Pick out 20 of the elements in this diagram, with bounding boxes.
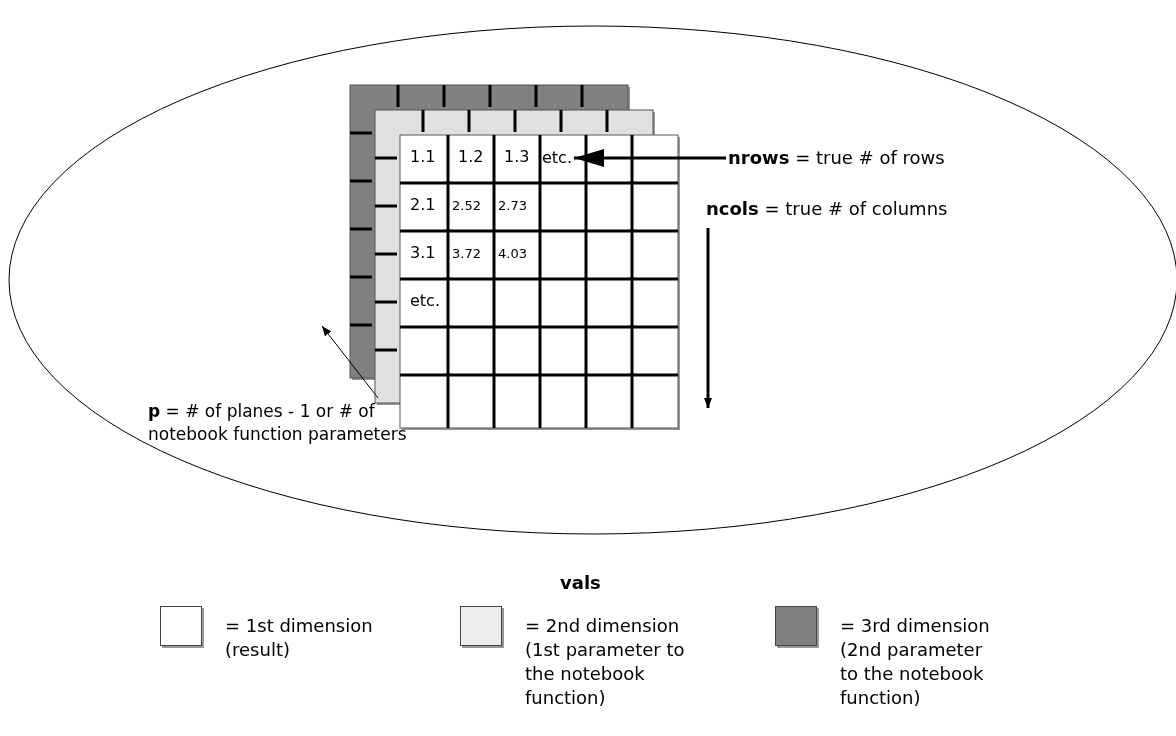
table-cell: etc.: [410, 291, 440, 310]
table-cell: 1.1: [410, 147, 436, 166]
legend-text: = 2nd dimension (1st parameter to the notebook function): [525, 614, 686, 710]
table-cell: 2.1: [410, 195, 436, 214]
arrow: [321, 325, 379, 399]
legend-text: = 3rd dimension (2nd parameter to the notebook function): [840, 614, 991, 710]
legend-text: = 1st dimension (result): [225, 614, 374, 662]
annotation-text: ncols = true # of columns: [706, 198, 948, 219]
table-cell: etc.: [542, 147, 572, 169]
legend-title: vals: [560, 572, 601, 593]
table-cell: 3.1: [410, 243, 436, 262]
table-cell: 2.73: [498, 198, 527, 213]
annotation-text: p = # of planes - 1 or # of notebook function parameters: [148, 400, 448, 446]
annotation-text: nrows = true # of rows: [728, 146, 945, 170]
arrow: [574, 149, 726, 167]
table-cell: 4.03: [498, 246, 527, 261]
table-cell: 3.72: [452, 246, 481, 261]
table-cell: 1.2: [458, 147, 484, 166]
table-cell: 1.3: [504, 147, 530, 166]
table-cell: 2.52: [452, 198, 481, 213]
